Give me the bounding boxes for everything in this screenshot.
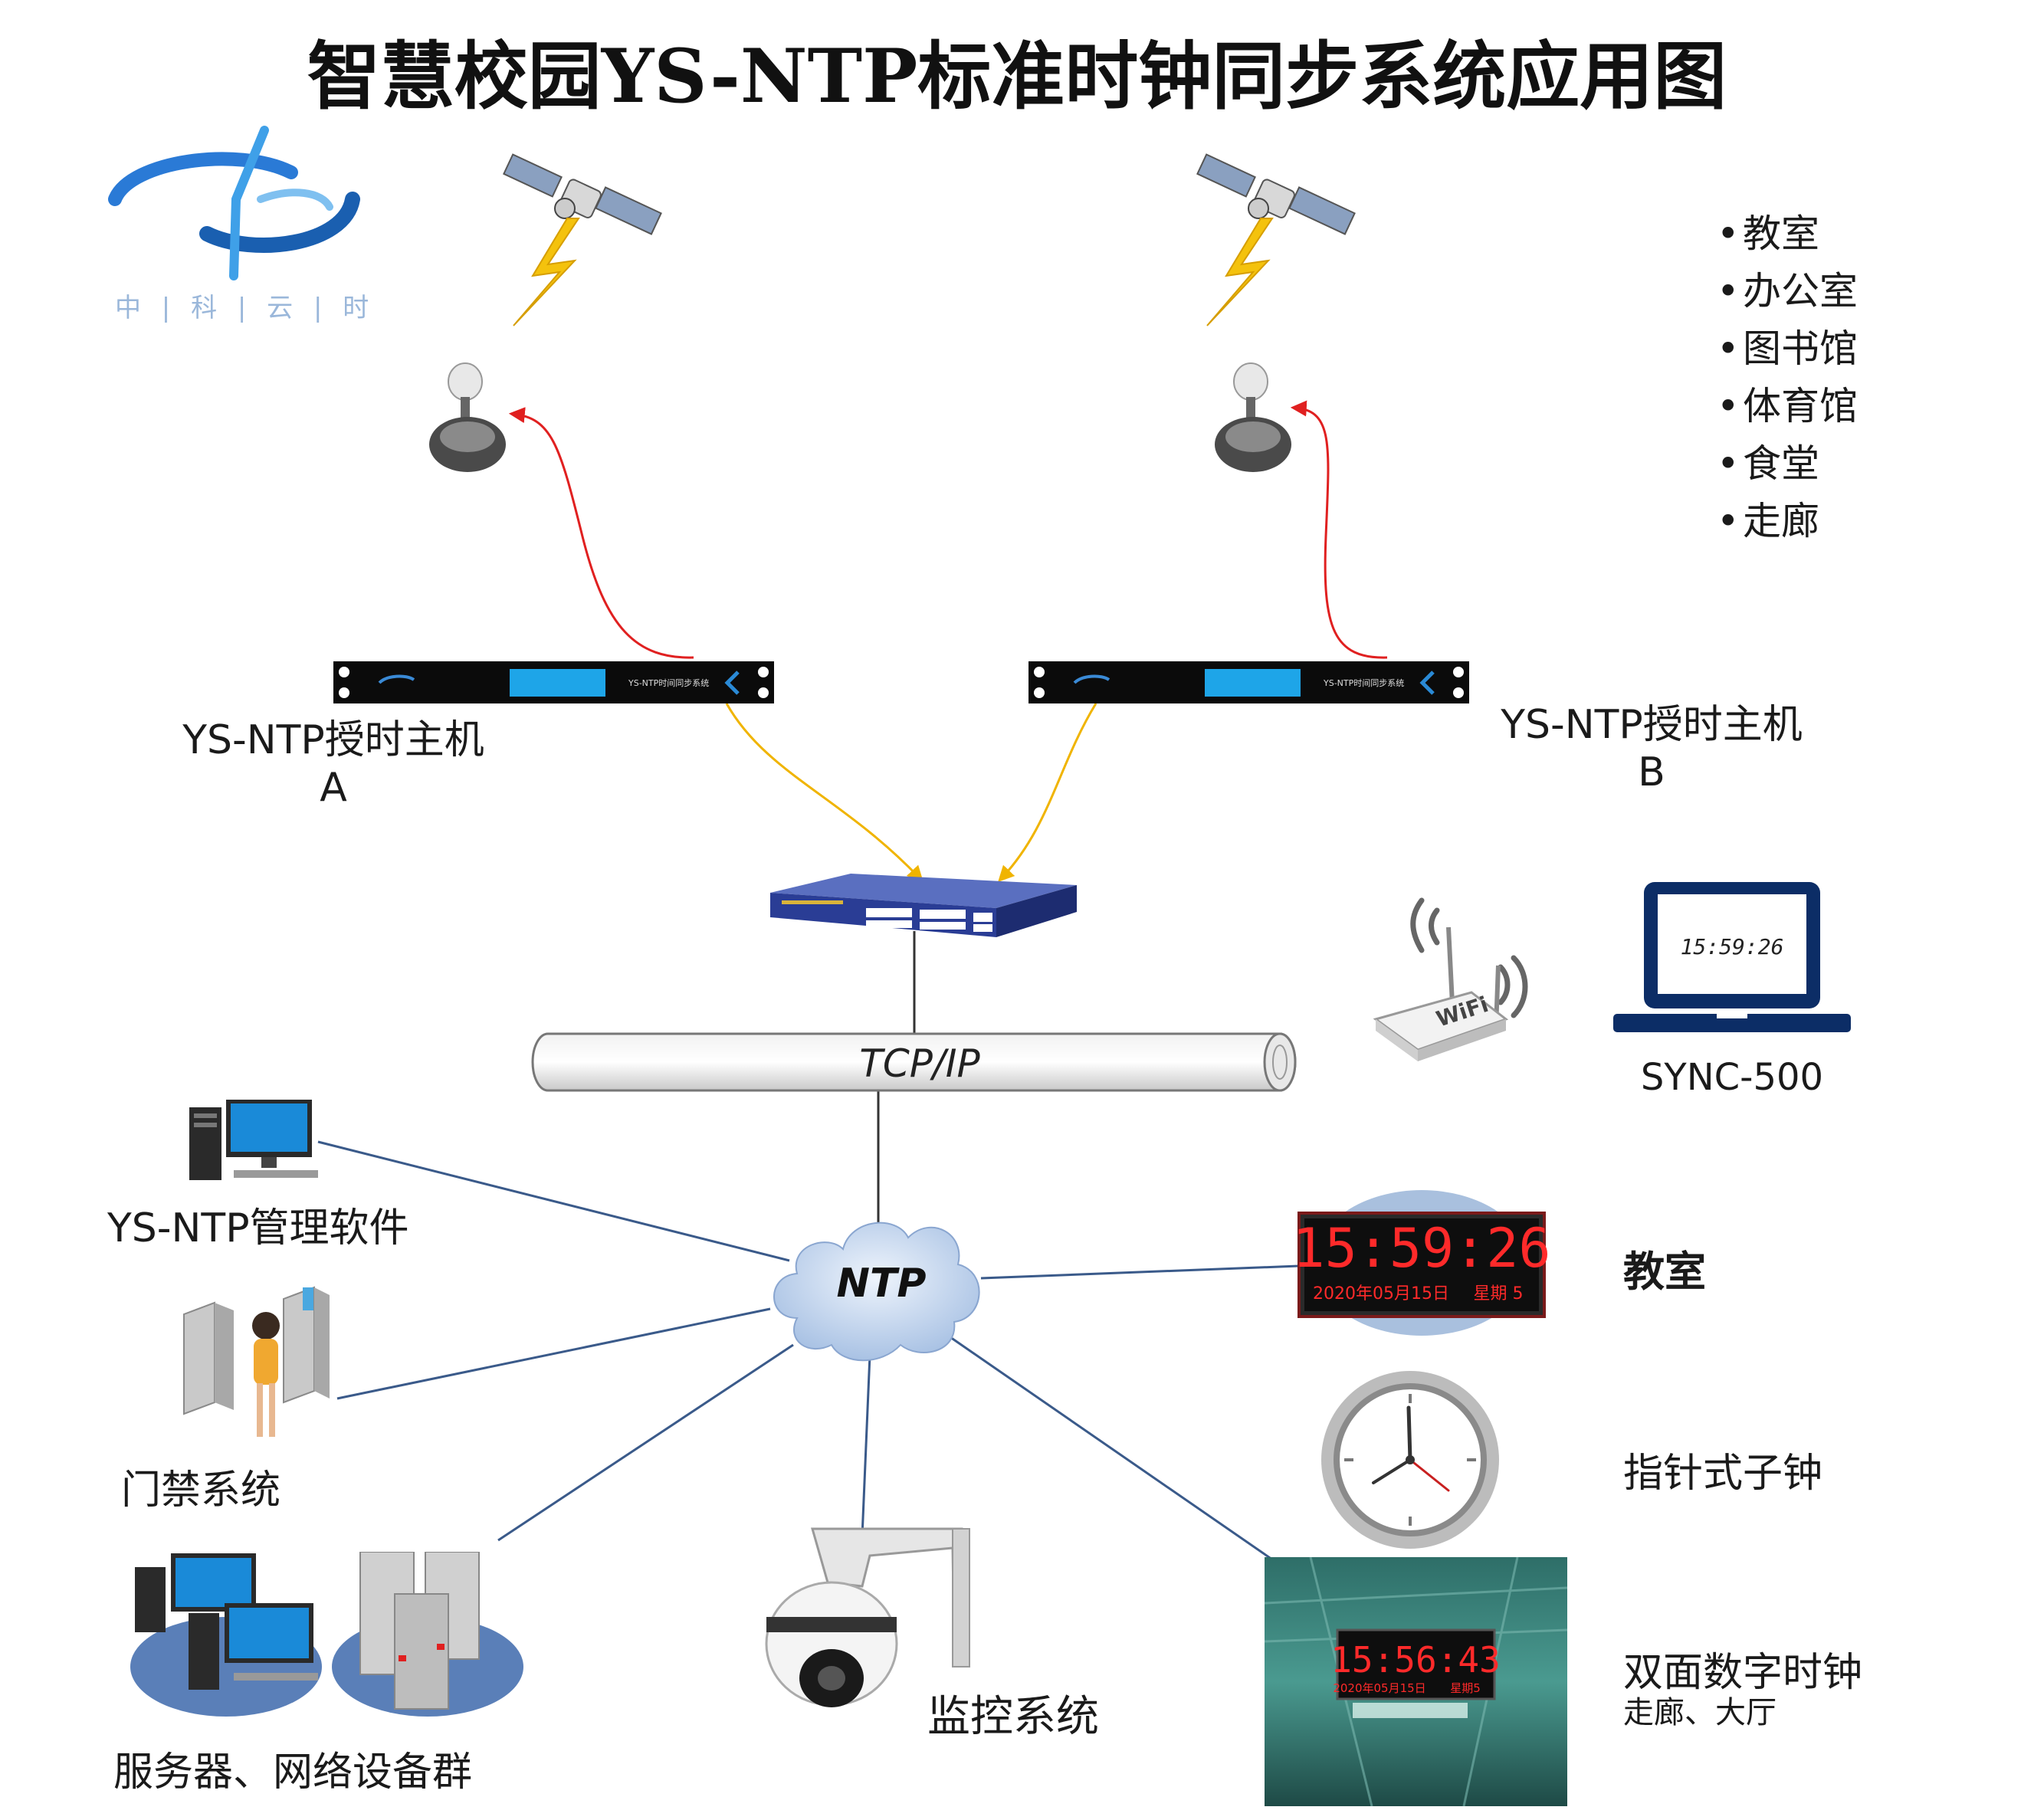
- company-logo-icon: [108, 126, 360, 280]
- double-clock-week: 星期5: [1450, 1681, 1481, 1695]
- tcpip-backbone: TCP/IP: [531, 1032, 1297, 1092]
- link-classroom: [980, 1264, 1300, 1280]
- double-clock-sublabel: 走廊、大厅: [1623, 1695, 1776, 1730]
- monitor-label: 监控系统: [927, 1692, 1099, 1742]
- location-item: 走廊: [1717, 493, 1858, 550]
- host-b-device: YS-NTP时间同步系统: [1028, 661, 1469, 703]
- ntp-label: NTP: [836, 1261, 926, 1307]
- location-list: 教室 办公室 图书馆 体育馆 食堂 走廊: [1717, 205, 1858, 550]
- double-sided-clock-photo: 15:56:43 2020年05月15日 星期5: [1265, 1557, 1567, 1806]
- location-item: 体育馆: [1717, 378, 1858, 435]
- digital-clock-date: 2020年05月15日: [1313, 1284, 1449, 1304]
- server-group-icon: [130, 1552, 523, 1717]
- switch-link-b: [998, 703, 1097, 883]
- servers-label: 服务器、网络设备群: [113, 1749, 473, 1795]
- link-servers: [497, 1343, 794, 1542]
- network-switch-icon: [770, 874, 1077, 937]
- double-clock-date: 2020年05月15日: [1333, 1681, 1425, 1695]
- desktop-pc-icon: [189, 1100, 318, 1180]
- link-double-clock: [950, 1336, 1273, 1561]
- surveillance-camera-icon: [765, 1527, 970, 1707]
- access-control-label: 门禁系统: [121, 1467, 281, 1513]
- software-label: YS-NTP管理软件: [107, 1205, 409, 1251]
- gps-antenna-a-icon: [429, 362, 506, 472]
- link-software: [317, 1140, 790, 1262]
- location-item: 图书馆: [1717, 320, 1858, 378]
- classroom-label: 教室: [1623, 1248, 1706, 1296]
- host-b-panel-title: YS-NTP时间同步系统: [1323, 678, 1404, 688]
- host-a-panel-title: YS-NTP时间同步系统: [628, 678, 709, 688]
- location-item: 食堂: [1717, 435, 1858, 493]
- digital-wall-clock: 15:59:26 2020年05月15日 星期 5: [1295, 1190, 1548, 1336]
- gps-link-b: [1290, 400, 1388, 659]
- host-a-device: YS-NTP时间同步系统: [333, 661, 774, 703]
- location-item: 办公室: [1717, 263, 1858, 320]
- switch-link-a: [725, 703, 924, 883]
- logo-text: 中 | 科 | 云 | 时: [115, 293, 376, 323]
- location-item: 教室: [1717, 205, 1858, 263]
- laptop-time: 15:59:26: [1681, 934, 1784, 959]
- digital-clock-week: 星期 5: [1474, 1284, 1524, 1304]
- laptop-icon: 15:59:26: [1613, 882, 1851, 1032]
- satellite-b-icon: [1196, 153, 1356, 326]
- link-access: [336, 1307, 771, 1400]
- link-monitor: [861, 1354, 871, 1537]
- turnstile-gate-icon: [183, 1286, 330, 1437]
- gps-link-a: [508, 407, 694, 659]
- gps-antenna-b-icon: [1215, 362, 1291, 472]
- backbone-label: TCP/IP: [859, 1041, 980, 1086]
- double-clock-time: 15:56:43: [1330, 1639, 1501, 1681]
- double-clock-label: 双面数字时钟: [1623, 1650, 1863, 1696]
- wifi-router-icon: WiFi: [1373, 897, 1528, 1061]
- page-title: 智慧校园YS-NTP标准时钟同步系统应用图: [307, 33, 1727, 120]
- ntp-cloud-icon: NTP: [773, 1222, 980, 1362]
- analog-clock-icon: [1321, 1371, 1499, 1549]
- satellite-a-icon: [503, 153, 662, 326]
- analog-clock-label: 指针式子钟: [1623, 1451, 1823, 1497]
- laptop-label: SYNC-500: [1640, 1056, 1824, 1099]
- digital-clock-time: 15:59:26: [1295, 1217, 1548, 1280]
